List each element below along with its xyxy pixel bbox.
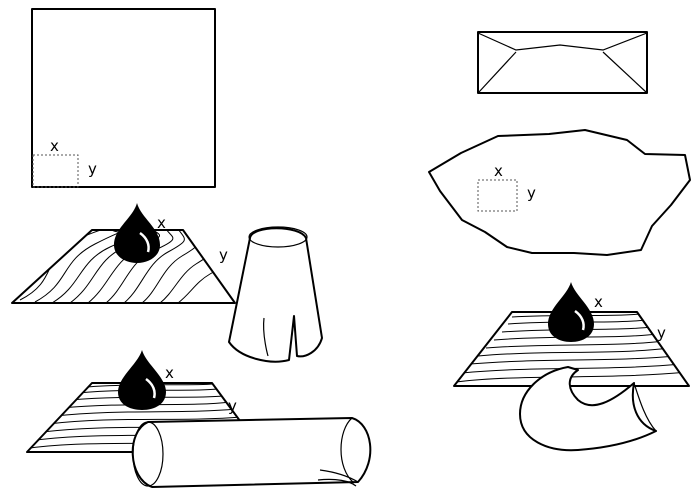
rolled-paper-tube-horizontal bbox=[131, 417, 372, 488]
fragment-sample-square bbox=[477, 179, 518, 212]
fragment-x-label: x bbox=[494, 162, 503, 180]
droplet-icon-2 bbox=[118, 350, 166, 410]
paper-sheet: x y bbox=[31, 8, 216, 188]
envelope-icon bbox=[477, 31, 648, 94]
wood3-y-label: y bbox=[657, 324, 666, 342]
wood2-x-label: x bbox=[165, 364, 174, 382]
fragment-y-label: y bbox=[527, 184, 536, 202]
droplet-icon bbox=[114, 203, 160, 263]
wood1-x-label: x bbox=[157, 214, 166, 232]
sample-y-label: y bbox=[88, 160, 97, 178]
wood1-y-label: y bbox=[219, 246, 228, 264]
paper-fragment: x y bbox=[428, 129, 691, 256]
wood-block-3: x y bbox=[453, 282, 690, 387]
sample-x-label: x bbox=[50, 137, 59, 155]
curled-paper-piece bbox=[519, 366, 657, 452]
wood-block-1: x y bbox=[11, 203, 236, 304]
wood3-x-label: x bbox=[594, 293, 603, 311]
droplet-icon-3 bbox=[548, 282, 594, 342]
rolled-paper-tube-upright bbox=[228, 226, 323, 363]
sample-square bbox=[32, 154, 79, 188]
wood2-y-label: y bbox=[228, 397, 237, 415]
